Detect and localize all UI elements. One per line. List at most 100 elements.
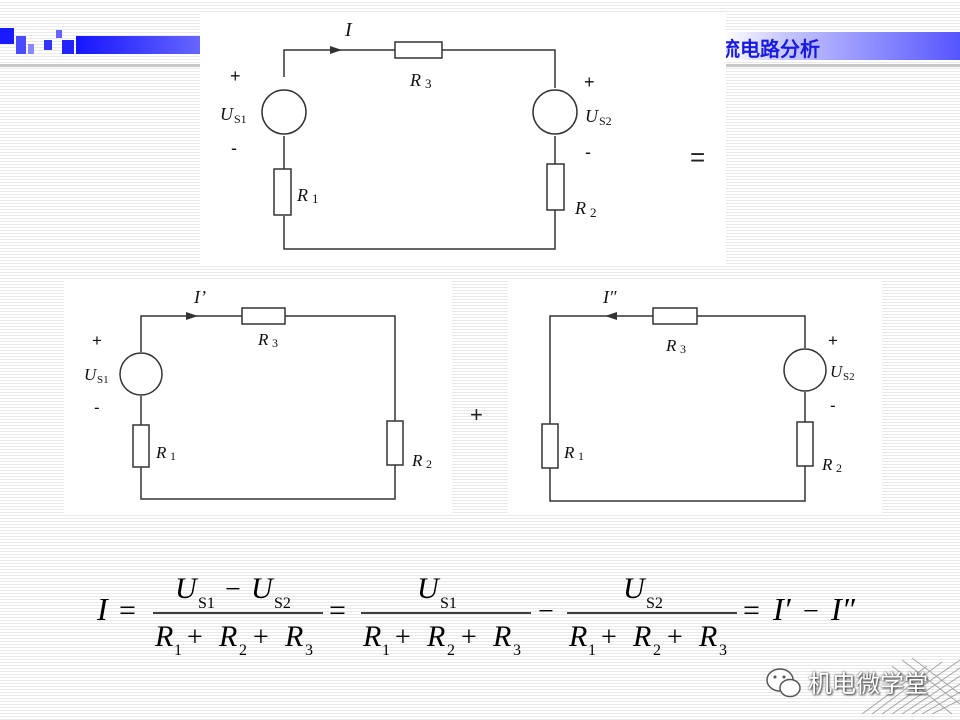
watermark-text: 机电微学堂 <box>808 670 928 698</box>
us1-sub: S1 <box>97 374 109 386</box>
den-sub: 3 <box>513 642 521 659</box>
den-op: + <box>601 622 617 653</box>
r1-label: R <box>296 185 308 205</box>
resistor-r1 <box>273 168 292 216</box>
top-circuit-diagram: I R 3 R 1 R 2 + U S1 - + U S2 - <box>220 19 612 250</box>
r1-sub: 1 <box>578 449 584 463</box>
num-op: − <box>225 574 241 605</box>
top-circuit-panel: I R 3 R 1 R 2 + U S1 - + U S2 - <box>200 12 726 266</box>
header-bar-right <box>724 32 960 60</box>
us1-minus: - <box>231 138 237 158</box>
us1-label: U <box>220 104 234 124</box>
us2-label: U <box>585 106 599 126</box>
num-u: U <box>623 572 647 605</box>
r3-sub: 3 <box>680 342 686 356</box>
watermark-graphic <box>766 657 960 715</box>
wire <box>549 315 653 424</box>
r2-sub: 2 <box>836 461 842 475</box>
header-deco-square <box>0 28 14 44</box>
voltage-source-us2 <box>532 89 578 135</box>
wire <box>283 210 556 250</box>
formula-lhs: I <box>96 591 109 627</box>
formula-svg: I = U S1 − U S2 R 1 + R 2 + R 3 = U S1 R… <box>96 572 856 659</box>
voltage-source-us1 <box>261 89 307 135</box>
formula-minus: − <box>803 596 819 627</box>
header-bar-left <box>76 36 200 54</box>
num-u: U <box>175 572 199 605</box>
num-u: U <box>251 572 275 605</box>
den-op: + <box>187 622 203 653</box>
watermark-logo <box>752 652 960 715</box>
us2-plus: + <box>584 72 595 92</box>
den-sub: 3 <box>305 642 313 659</box>
right-circuit-diagram: I″ R 3 R 1 R 2 + U S2 - <box>541 287 855 502</box>
resistor-r3 <box>241 307 286 325</box>
formula-eq: = <box>329 594 346 627</box>
r3-sub: 3 <box>272 336 278 350</box>
den-sub: 1 <box>588 642 596 659</box>
wire <box>285 315 396 421</box>
us2-sub: S2 <box>843 371 855 383</box>
us2-plus: + <box>828 331 838 350</box>
resistor-r3 <box>394 41 443 59</box>
formula-minus: − <box>538 596 554 627</box>
formula-eq: = <box>119 594 136 627</box>
den-r: R <box>218 620 237 653</box>
us2-label: U <box>830 362 844 381</box>
formula-eq: = <box>743 594 760 627</box>
us1-sub: S1 <box>234 112 247 126</box>
header-deco-square <box>44 40 52 50</box>
wire <box>549 466 806 502</box>
wire <box>283 49 395 77</box>
resistor-r3 <box>652 307 698 325</box>
r3-sub: 3 <box>425 76 432 91</box>
wire <box>140 465 396 500</box>
num-sub: S2 <box>274 595 291 612</box>
current-arrow-icon <box>330 46 342 54</box>
header-deco-square <box>16 36 26 54</box>
voltage-source-us2 <box>783 348 827 392</box>
den-sub: 2 <box>653 642 661 659</box>
superposition-formula: I = U S1 − U S2 R 1 + R 2 + R 3 = U S1 R… <box>95 566 885 667</box>
r2-sub: 2 <box>590 205 597 220</box>
den-sub: 2 <box>447 642 455 659</box>
current-label: I <box>344 19 353 41</box>
us2-sub: S2 <box>599 114 612 128</box>
wechat-icon <box>766 668 801 698</box>
den-r: R <box>492 620 511 653</box>
resistor-r2 <box>386 420 404 466</box>
us2-minus: - <box>830 396 836 415</box>
equals-operator: = <box>690 142 706 172</box>
den-sub: 3 <box>719 642 727 659</box>
den-r: R <box>362 620 381 653</box>
num-sub: S1 <box>440 595 457 612</box>
header-deco-square <box>62 40 74 54</box>
r3-label: R <box>257 330 269 349</box>
us1-plus: + <box>92 331 102 350</box>
right-circuit-panel: I″ R 3 R 1 R 2 + U S2 - <box>508 280 882 514</box>
us1-minus: - <box>94 398 100 417</box>
den-op: + <box>667 622 683 653</box>
wire <box>140 315 242 352</box>
den-r: R <box>284 620 303 653</box>
plus-operator: + <box>470 402 483 427</box>
den-r: R <box>426 620 445 653</box>
header-deco-square <box>28 44 34 54</box>
den-r: R <box>154 620 173 653</box>
wire <box>697 315 806 348</box>
den-r: R <box>632 620 651 653</box>
r2-sub: 2 <box>426 457 432 471</box>
us2-minus: - <box>585 142 591 162</box>
num-u: U <box>417 572 441 605</box>
resistor-r1 <box>132 424 150 468</box>
den-sub: 1 <box>174 642 182 659</box>
r3-label: R <box>665 336 677 355</box>
r1-label: R <box>563 443 575 462</box>
header-deco-square <box>56 30 62 38</box>
r3-label: R <box>409 70 421 90</box>
us1-plus: + <box>230 66 241 86</box>
r1-sub: 1 <box>312 191 319 206</box>
num-sub: S2 <box>646 595 663 612</box>
resistor-r2 <box>546 163 565 211</box>
i-double-prime: I″ <box>830 591 856 627</box>
